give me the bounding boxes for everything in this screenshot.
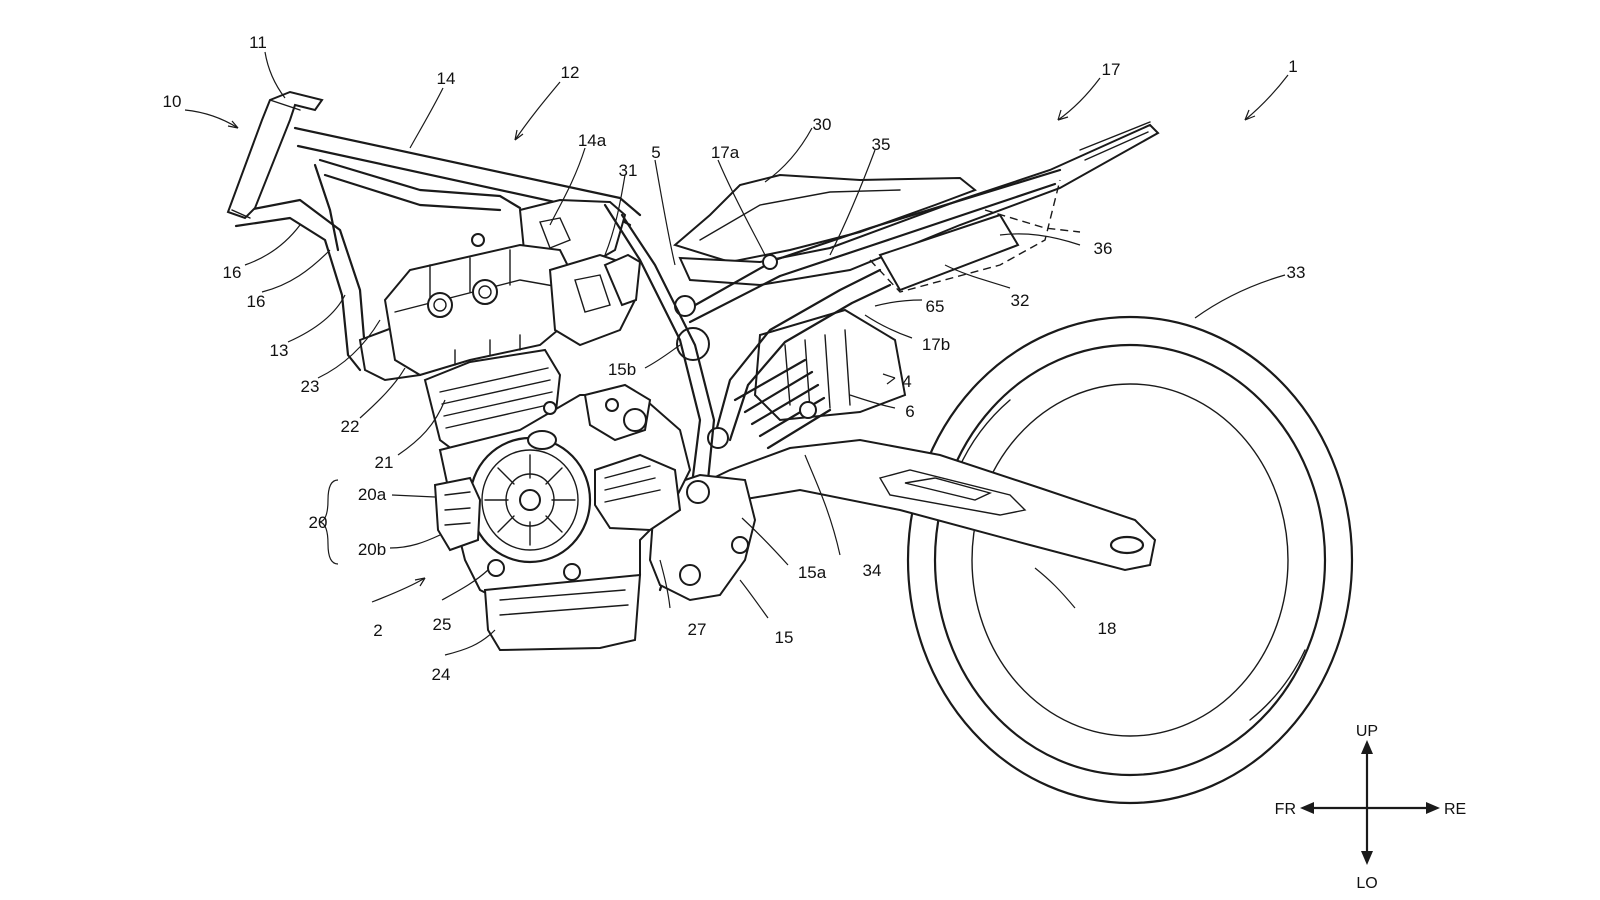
ref-label: 25: [433, 615, 452, 634]
ref-label: 15a: [798, 563, 827, 582]
ref-label: 14: [437, 69, 456, 88]
ref-label: 10: [163, 92, 182, 111]
reference-numerals: 11 10 14 12 17 1 30 14a 5 17a 31 35 36 3…: [163, 33, 1306, 684]
ref-label: 65: [926, 297, 945, 316]
direction-up-label: UP: [1356, 723, 1378, 740]
direction-down-label: LO: [1356, 875, 1377, 892]
direction-rear-label: RE: [1444, 801, 1466, 818]
sub-frame: [674, 168, 1062, 449]
ref-label: 22: [341, 417, 360, 436]
ref-label: 32: [1011, 291, 1030, 310]
ref-label: 20b: [358, 540, 386, 559]
ref-label: 2: [373, 621, 382, 640]
ref-label: 30: [813, 115, 832, 134]
ref-label: 36: [1094, 239, 1113, 258]
ref-label: 31: [619, 161, 638, 180]
ref-label: 24: [432, 665, 451, 684]
ref-label: 12: [561, 63, 580, 82]
ref-label: 11: [249, 33, 267, 52]
ref-label: 20: [309, 513, 328, 532]
ref-label: 27: [688, 620, 707, 639]
ref-label: 15: [775, 628, 794, 647]
ref-label: 16: [223, 263, 242, 282]
ref-label: 33: [1287, 263, 1306, 282]
leader-lines: [184, 51, 1289, 656]
ref-label: 4: [902, 372, 911, 391]
ref-label: 16: [247, 292, 266, 311]
ref-label: 21: [375, 453, 394, 472]
ref-label: 5: [651, 143, 660, 162]
seat-and-tail: [672, 121, 1160, 293]
ref-label: 20a: [358, 485, 387, 504]
ref-label: 15b: [608, 360, 636, 379]
ref-label: 35: [872, 135, 891, 154]
ref-label: 34: [863, 561, 882, 580]
ref-label: 17b: [922, 335, 950, 354]
ref-label: 17: [1102, 60, 1121, 79]
rear-shock: [733, 308, 907, 450]
engine: [383, 233, 692, 652]
ref-label: 17a: [711, 143, 740, 162]
direction-indicator: UP LO FR RE: [1275, 723, 1467, 892]
ref-label: 18: [1098, 619, 1117, 638]
direction-front-label: FR: [1275, 801, 1296, 818]
ref-label: 23: [301, 377, 320, 396]
ref-label: 14a: [578, 131, 607, 150]
ref-label: 1: [1288, 57, 1297, 76]
swing-arm: [691, 438, 1157, 572]
ref-label: 13: [270, 341, 289, 360]
ref-label: 6: [905, 402, 914, 421]
rear-wheel: [906, 315, 1354, 805]
